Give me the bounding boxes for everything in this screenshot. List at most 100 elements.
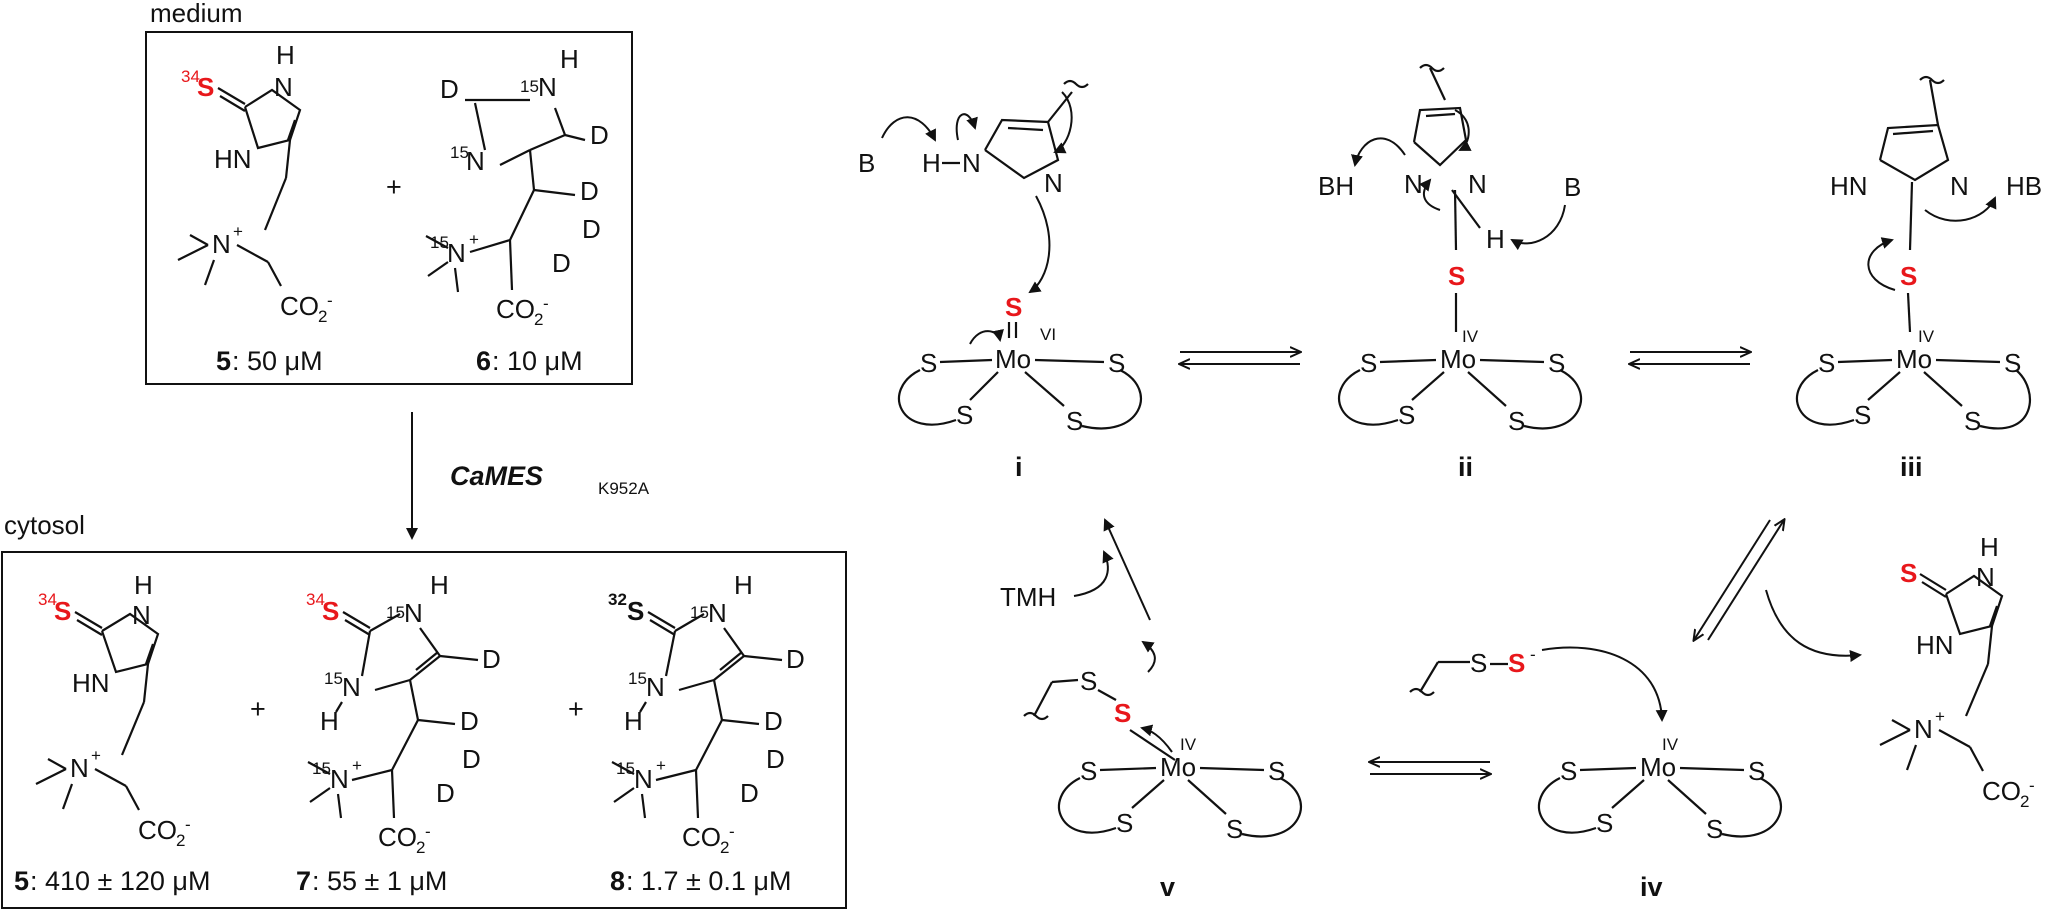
svg-text:S: S [1596,808,1613,838]
svg-text:+: + [91,746,101,765]
svg-text:CO: CO [682,822,721,852]
svg-text:S: S [54,596,71,626]
svg-text:N: N [708,598,727,628]
cytosol-label: cytosol [4,510,85,540]
intermediate-iv: S S - IV Mo S S S S iv [1409,645,1782,902]
svg-text:CO: CO [280,291,319,321]
svg-text:D: D [766,744,785,774]
svg-text:HN: HN [1916,630,1954,660]
svg-text:H: H [922,148,941,178]
svg-text:S: S [1964,406,1981,436]
svg-text:D: D [482,644,501,674]
compound-5-cytosol: 34 S H N HN N + CO 2 - [35,570,191,850]
svg-text:N: N [212,229,231,259]
svg-text:N: N [538,72,557,102]
svg-text:S: S [1508,406,1525,436]
svg-text:Mo: Mo [1440,344,1476,374]
svg-text:H: H [1980,532,1999,562]
plus-medium: + [386,172,402,202]
compound-5-cytosol-conc: : 410 ± 120 μM [30,866,210,896]
svg-text:32: 32 [608,590,627,609]
svg-text:S: S [1114,698,1131,728]
svg-text:CO: CO [138,815,177,845]
compound-5-medium-number: 5 [216,346,231,376]
svg-text:IV: IV [1180,735,1197,754]
svg-text:S: S [1080,756,1097,786]
svg-text:+: + [656,756,666,775]
compound-8-cytosol: 32 S 15 N H D 15 N H D D D 15 N + CO 2 - [608,570,805,857]
svg-text:2: 2 [534,310,543,329]
svg-text:34: 34 [306,590,325,609]
svg-text:IV: IV [1918,327,1935,346]
compound-6-medium-number: 6 [476,346,491,376]
compound-5-cytosol-number: 5 [14,866,29,896]
enzyme-subscript: K952A [598,479,650,498]
svg-text:S: S [197,72,214,102]
compound-5-medium: 34 S H N HN N + CO 2 - [177,40,333,326]
svg-text:15: 15 [520,77,539,96]
svg-text:Mo: Mo [1160,752,1196,782]
svg-text:Mo: Mo [995,344,1031,374]
svg-text:+: + [469,230,479,249]
svg-text:S: S [1706,814,1723,844]
svg-text:S: S [1854,400,1871,430]
svg-text:15: 15 [628,669,647,688]
svg-text:HN: HN [214,144,252,174]
svg-text:15: 15 [324,669,343,688]
svg-text:CO: CO [1982,776,2021,806]
svg-text:D: D [786,644,805,674]
svg-text:H: H [276,40,295,70]
svg-text:D: D [440,74,459,104]
svg-text:H: H [624,706,643,736]
svg-text:D: D [552,248,571,278]
svg-text:S: S [920,348,937,378]
svg-text:S: S [1066,406,1083,436]
equilibrium-ii-iii [1630,352,1750,364]
svg-text:ii: ii [1458,452,1473,482]
svg-text:15: 15 [386,603,405,622]
svg-text:Mo: Mo [1896,344,1932,374]
svg-text:-: - [2029,776,2035,795]
compound-7-cytosol-number: 7 [296,866,311,896]
svg-text:S: S [1005,292,1022,322]
svg-text:i: i [1015,452,1023,482]
svg-text:CO: CO [378,822,417,852]
svg-text:BH: BH [1318,171,1354,201]
svg-text:H: H [734,570,753,600]
svg-text:N: N [1404,169,1423,199]
svg-text:D: D [740,778,759,808]
svg-text:N: N [447,238,466,268]
svg-text:S: S [1900,261,1917,291]
regeneration-arrow: TMH [1000,518,1151,621]
compound-7-cytosol: 34 S 15 N H D 15 N H D D D 15 N + CO 2 - [306,570,501,857]
plus-cytosol-1: + [250,694,266,724]
svg-text:N: N [1914,714,1933,744]
svg-text:B: B [858,148,875,178]
equilibrium-i-ii [1180,352,1300,364]
svg-text:IV: IV [1462,327,1479,346]
intermediate-ii: N N BH H B S IV Mo S S S S ii [1318,63,1582,482]
svg-text:TMH: TMH [1000,582,1056,612]
svg-text:D: D [460,706,479,736]
svg-text:CO: CO [496,294,535,324]
svg-text:-: - [185,815,191,834]
compound-6-medium: D 15 N H D 15 N D D D 15 N + CO 2 - [425,44,609,329]
svg-text:S: S [1560,756,1577,786]
svg-text:S: S [956,400,973,430]
svg-text:D: D [580,176,599,206]
svg-text:-: - [1530,645,1536,664]
intermediate-v: S S IV Mo S S S S v [1023,640,1302,902]
compound-8-cytosol-conc: : 1.7 ± 0.1 μM [626,866,791,896]
svg-text:2: 2 [2020,792,2029,811]
svg-text:S: S [1900,558,1917,588]
compound-8-cytosol-number: 8 [610,866,625,896]
svg-text:D: D [590,120,609,150]
svg-text:N: N [962,148,981,178]
svg-text:H: H [1486,224,1505,254]
svg-text:Mo: Mo [1640,752,1676,782]
svg-text:S: S [1268,756,1285,786]
svg-text:S: S [1818,348,1835,378]
svg-text:S: S [1108,348,1125,378]
svg-text:iv: iv [1640,872,1663,902]
svg-text:S: S [322,596,339,626]
